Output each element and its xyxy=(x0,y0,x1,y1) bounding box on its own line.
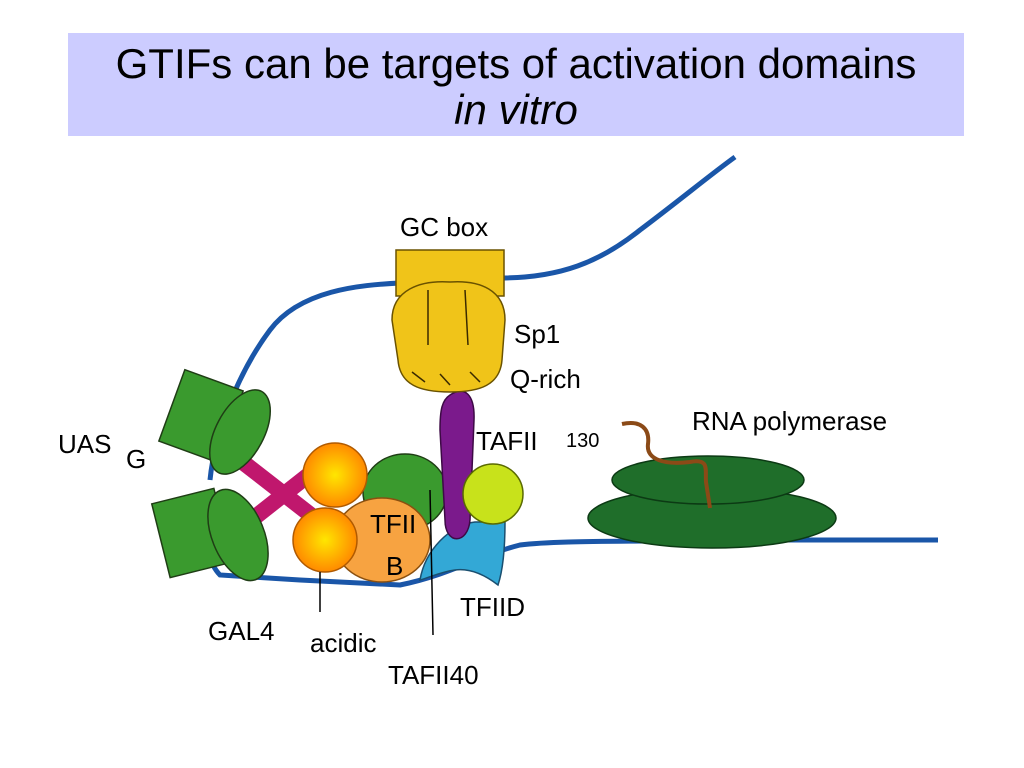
acidic-label: acidic xyxy=(310,628,376,658)
tfiib-label-line1: TFII xyxy=(370,509,416,539)
tfiid-label: TFIID xyxy=(460,592,525,622)
uas-oval-top xyxy=(208,389,272,475)
tafii130-number: 130 xyxy=(566,430,599,452)
title-italic: in vitro xyxy=(454,86,578,133)
sp1-label: Sp1 xyxy=(514,319,560,349)
uas-subscript: G xyxy=(126,444,146,474)
acidic-ball-bottom xyxy=(292,507,358,573)
lime-factor xyxy=(462,463,524,525)
tafii130-shape xyxy=(439,390,475,540)
gal4-label: GAL4 xyxy=(208,616,275,646)
rna-polymerase-label: RNA polymerase xyxy=(692,406,887,436)
uas-label: UAS xyxy=(58,429,111,459)
acidic-ball-top xyxy=(302,442,368,508)
tfiib-label-line2: B xyxy=(386,551,403,581)
rna-transcript xyxy=(621,421,712,509)
sp1-folds xyxy=(411,289,481,386)
gc-box-label: GC box xyxy=(400,212,488,242)
slide-title: GTIFs can be targets of activation domai… xyxy=(68,33,964,136)
tfiid-shape xyxy=(419,521,506,587)
title-main: GTIFs can be targets of activation domai… xyxy=(115,40,917,87)
tafii40-label: TAFII40 xyxy=(388,660,479,690)
tafii40-pointer xyxy=(429,489,434,636)
sp1-shape xyxy=(391,281,506,393)
uas-oval-bottom xyxy=(207,488,269,582)
tafii130-label: TAFII xyxy=(476,426,538,456)
q-rich-label: Q-rich xyxy=(510,364,581,394)
